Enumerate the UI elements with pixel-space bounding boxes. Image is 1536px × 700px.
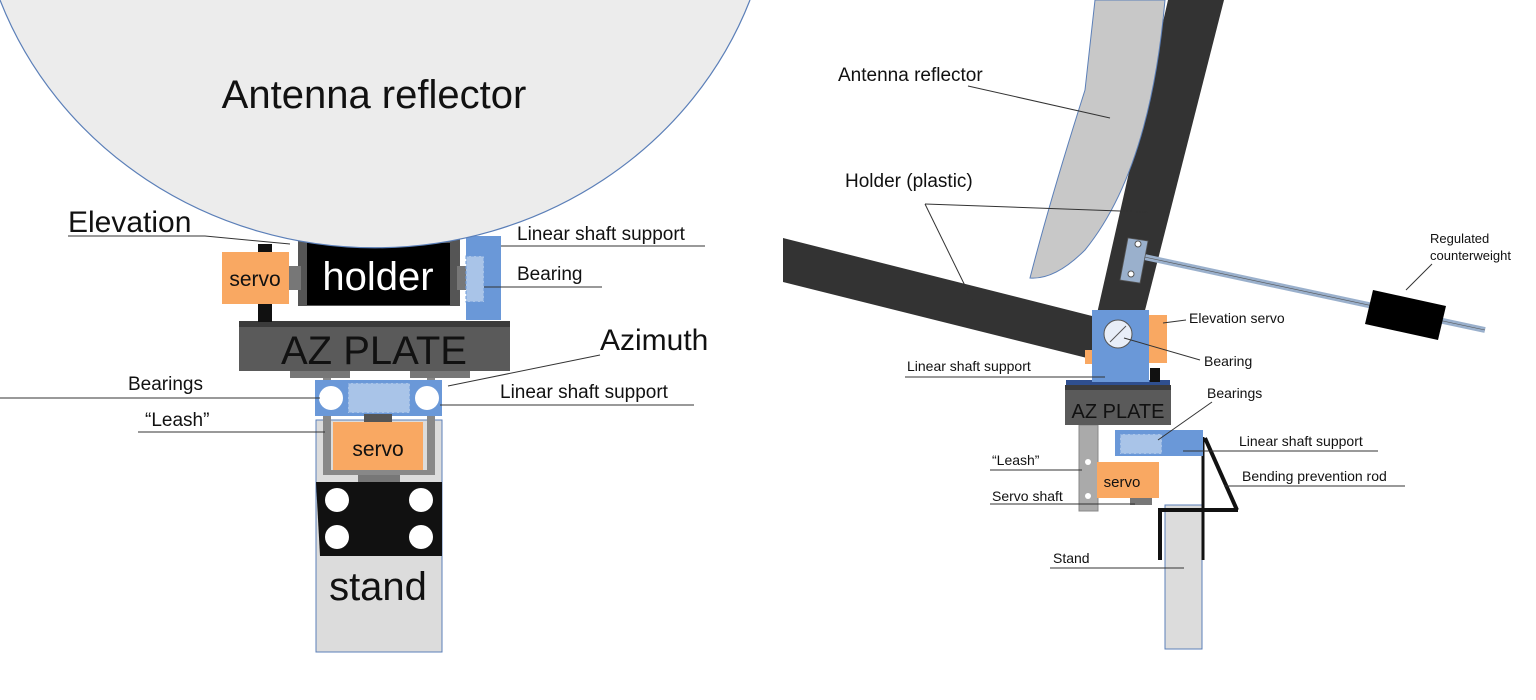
side-az-plate-label: AZ PLATE — [1072, 401, 1165, 423]
front-reflector-label: Antenna reflector — [222, 73, 527, 117]
side-counterweight-label-1: Regulated — [1430, 231, 1489, 246]
side-rod-clamp — [1119, 237, 1149, 284]
front-servo-bottom — [333, 422, 423, 472]
front-plate-spacer — [290, 370, 350, 378]
front-servo-top-label: servo — [229, 268, 280, 291]
side-small-servo-tab — [1085, 350, 1095, 364]
front-shaft-collar — [364, 414, 392, 422]
side-az-plate-top — [1065, 385, 1171, 390]
front-leash-label: “Leash” — [145, 410, 209, 431]
front-linear-shaft-support-bottom-label: Linear shaft support — [500, 382, 669, 403]
front-azimuth-leader — [447, 354, 601, 387]
side-servo-shaft-label: Servo shaft — [992, 488, 1063, 504]
side-bearing-slot — [1109, 325, 1127, 343]
side-elevation-servo — [1148, 315, 1167, 363]
front-leash-bar — [323, 470, 435, 475]
side-linear-shaft-support-right-label: Linear shaft support — [1239, 433, 1363, 449]
side-leash-pin — [1085, 493, 1091, 499]
side-holder-long-arm — [783, 238, 1100, 360]
front-az-plate-label: AZ PLATE — [281, 329, 467, 373]
side-counterweight-leader — [1405, 263, 1433, 291]
side-reflector-leader — [967, 85, 1111, 119]
side-rod-clamp-screw — [1134, 240, 1142, 248]
side-linear-shaft-support-left-label: Linear shaft support — [907, 358, 1031, 374]
side-leash-pin — [1085, 459, 1091, 465]
side-stand-bracket — [1158, 508, 1238, 560]
front-holder-label: holder — [322, 255, 433, 299]
front-bearings-label: Bearings — [128, 374, 203, 395]
front-azimuth-label: Azimuth — [600, 324, 708, 357]
front-elevation-label: Elevation — [68, 206, 191, 239]
front-plate-spacer — [410, 370, 470, 378]
front-stand-label: stand — [329, 565, 427, 609]
side-holder-leader — [924, 203, 1149, 213]
front-az-plate — [239, 321, 510, 371]
front-bolt-hole — [325, 488, 349, 512]
front-bearing-ball — [319, 386, 343, 410]
front-bearing-top — [465, 255, 485, 303]
front-antenna-reflector — [0, 0, 750, 248]
side-bearings — [1119, 433, 1163, 455]
front-bearing-ball — [415, 386, 439, 410]
front-antenna-reflector-edge — [0, 0, 751, 249]
front-elevation-leader — [68, 235, 291, 245]
side-elevation-servo-leader — [1162, 319, 1187, 324]
side-servo-label: servo — [1104, 474, 1141, 491]
front-bearing-label: Bearing — [517, 264, 583, 285]
side-elevation-servo-label: Elevation servo — [1189, 310, 1285, 326]
front-servo-shaft — [358, 472, 400, 482]
side-leash-label: “Leash” — [992, 452, 1040, 468]
side-reflector-label: Antenna reflector — [838, 65, 983, 86]
front-leash-rod — [427, 374, 435, 474]
front-holder-label-box — [307, 243, 450, 305]
side-view: servo AZ PLATE Antenna reflector Ho — [783, 0, 1511, 650]
side-rod-clamp-screw — [1127, 270, 1135, 278]
front-bearing-housing — [347, 382, 411, 414]
side-holder-leader — [924, 203, 973, 301]
side-az-plate-top-edge — [1066, 380, 1170, 385]
side-bearings-leader — [1157, 401, 1213, 441]
side-bending-prevention-rod — [1203, 437, 1239, 511]
front-bolt-hole — [409, 488, 433, 512]
side-bending-rod-label: Bending prevention rod — [1242, 468, 1387, 484]
side-servo — [1097, 462, 1159, 498]
side-bearing-leader — [1123, 337, 1201, 361]
front-bolt-hole — [409, 525, 433, 549]
front-servo-bottom-label: servo — [352, 438, 403, 461]
side-counterweight — [1365, 290, 1446, 340]
front-leash-rod — [323, 374, 331, 474]
side-stand — [1164, 504, 1203, 650]
side-shaft-support-post — [1150, 368, 1160, 382]
front-linear-shaft-support-top-label: Linear shaft support — [517, 224, 686, 245]
side-counterweight-label-2: counterweight — [1430, 248, 1511, 263]
front-holder-shaft — [289, 266, 301, 290]
front-az-plate-top — [239, 321, 510, 327]
front-view: AZ PLATE servo holder Antenna reflector … — [0, 0, 751, 653]
front-bolt-hole — [325, 525, 349, 549]
side-servo-shaft — [1130, 497, 1152, 505]
front-servo-top — [222, 252, 289, 304]
side-holder-label: Holder (plastic) — [845, 171, 973, 192]
side-bearing-label: Bearing — [1204, 353, 1252, 369]
side-az-plate — [1065, 385, 1171, 425]
side-stand-label: Stand — [1053, 550, 1090, 566]
side-bearings-label: Bearings — [1207, 385, 1262, 401]
